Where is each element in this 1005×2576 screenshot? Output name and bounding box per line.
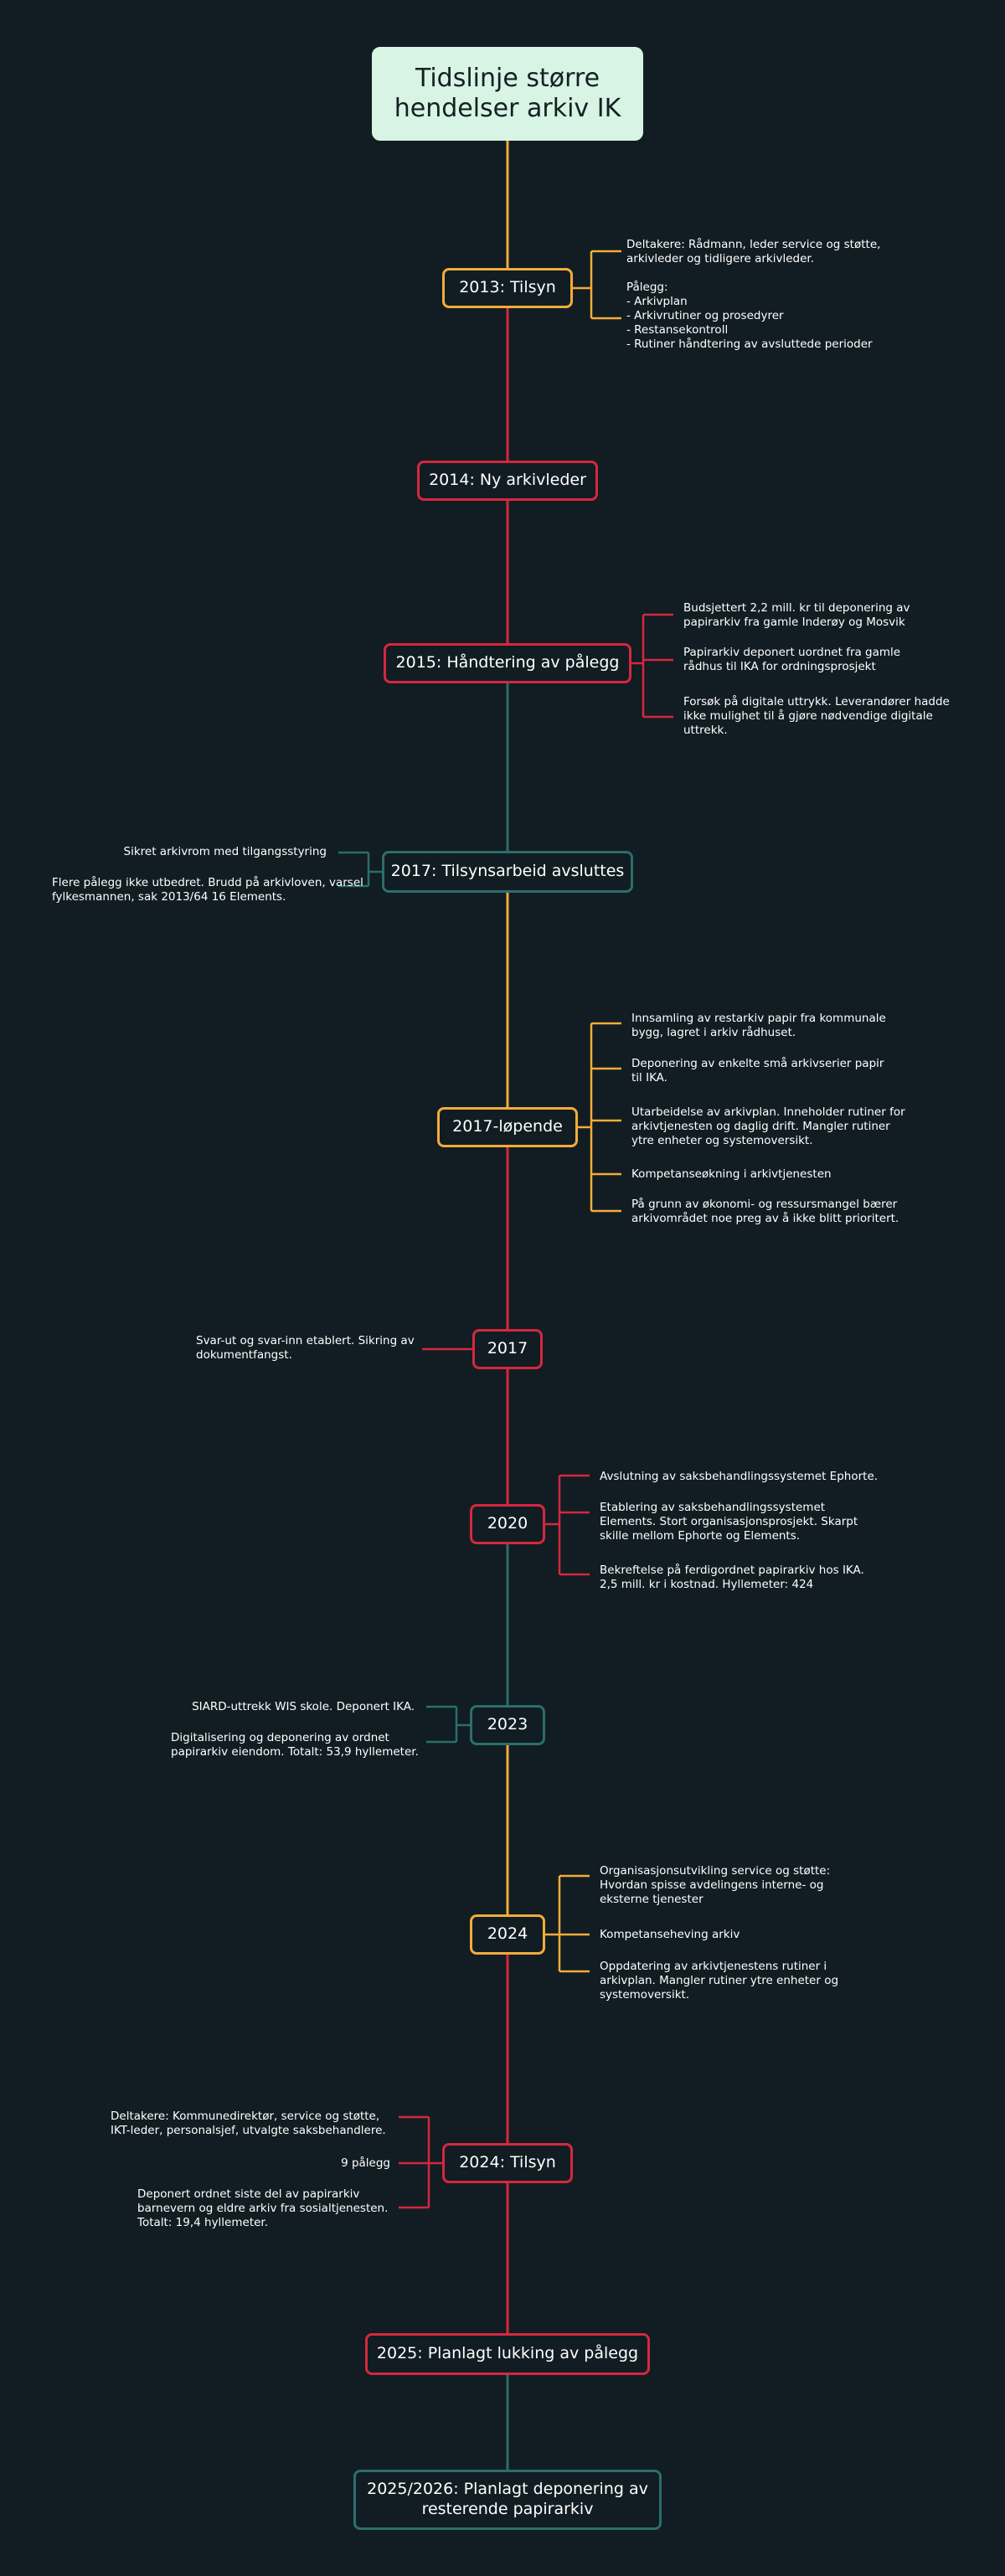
note-lopende-innsamling: Innsamling av restarkiv papir fra kommun…: [631, 1012, 886, 1039]
note-2020-bekreftelse: Bekreftelse på ferdigordnet papirarkiv h…: [600, 1564, 864, 1591]
note-lopende-kompetanse: Kompetanseøkning i arkivtjenesten: [631, 1167, 832, 1181]
bracket-2023: [426, 1705, 470, 1744]
note-2023-digitalisering: Digitalisering og deponering av ordnet p…: [171, 1731, 419, 1759]
bracket-2013-tilsyn: [573, 250, 621, 320]
event-2024[interactable]: 2024: [470, 1914, 545, 1955]
bracket-2020: [545, 1474, 590, 1576]
note-lopende-okonomi: På grunn av økonomi- og ressursmangel bæ…: [631, 1198, 899, 1225]
bracket-2015: [631, 613, 673, 719]
note-2017-palegg: Flere pålegg ikke utbedret. Brudd på ark…: [52, 876, 363, 904]
note-2015-budsjett: Budsjettert 2,2 mill. kr til deponering …: [683, 601, 910, 629]
event-2023[interactable]: 2023: [470, 1705, 545, 1745]
event-2017-tilsynsarbeid[interactable]: 2017: Tilsynsarbeid avsluttes: [382, 851, 633, 893]
note-2024t-deponert: Deponert ordnet siste del av papirarkiv …: [137, 2187, 389, 2229]
bracket-lopende: [578, 1022, 621, 1213]
note-2024t-palegg: 9 pålegg: [341, 2156, 390, 2170]
note-lopende-arkivplan: Utarbeidelse av arkivplan. Inneholder ru…: [631, 1105, 905, 1147]
note-2020-elements: Etablering av saksbehandlingssystemet El…: [600, 1501, 858, 1543]
event-2020[interactable]: 2020: [470, 1504, 545, 1544]
bracket-2024-tilsyn: [399, 2115, 442, 2209]
note-2015-deponert: Papirarkiv deponert uordnet fra gamle rå…: [683, 646, 901, 673]
event-2024-tilsyn[interactable]: 2024: Tilsyn: [442, 2143, 573, 2183]
event-2015-handtering[interactable]: 2015: Håndtering av pålegg: [384, 643, 631, 683]
timeline-title: Tidslinje større hendelser arkiv IK: [372, 47, 643, 141]
event-2025-2026-deponering[interactable]: 2025/2026: Planlagt deponering av rester…: [353, 2470, 662, 2530]
event-2014-ny-arkivleder[interactable]: 2014: Ny arkivleder: [417, 461, 598, 501]
event-2025-lukking[interactable]: 2025: Planlagt lukking av pålegg: [365, 2333, 650, 2375]
event-2013-tilsyn[interactable]: 2013: Tilsyn: [442, 268, 573, 308]
note-2024t-deltakere: Deltakere: Kommunedirektør, service og s…: [111, 2110, 386, 2137]
note-2024-organisasjon: Organisasjonsutvikling service og støtte…: [600, 1864, 831, 1906]
note-2023-siard: SIARD-uttrekk WIS skole. Deponert IKA.: [192, 1700, 415, 1713]
note-2013-tilsyn: Deltakere: Rådmann, leder service og stø…: [626, 238, 881, 351]
note-2017-arkivrom: Sikret arkivrom med tilgangsstyring: [123, 845, 327, 858]
bracket-2024: [545, 1874, 590, 1973]
note-2024-oppdatering: Oppdatering av arkivtjenestens rutiner i…: [600, 1960, 839, 2002]
note-2024-kompetanse: Kompetanseheving arkiv: [600, 1928, 740, 1941]
note-lopende-deponering: Deponering av enkelte små arkivserier pa…: [631, 1057, 884, 1084]
event-2017[interactable]: 2017: [472, 1329, 543, 1369]
note-2020-ephorte: Avslutning av saksbehandlingssystemet Ep…: [600, 1470, 879, 1483]
note-2017-svar-ut: Svar-ut og svar-inn etablert. Sikring av…: [196, 1334, 415, 1362]
bracket-2017-tilsyn: [338, 851, 382, 888]
event-2017-lopende[interactable]: 2017-løpende: [437, 1107, 578, 1147]
note-2015-digitale: Forsøk på digitale uttrykk. Leverandører…: [683, 695, 950, 737]
